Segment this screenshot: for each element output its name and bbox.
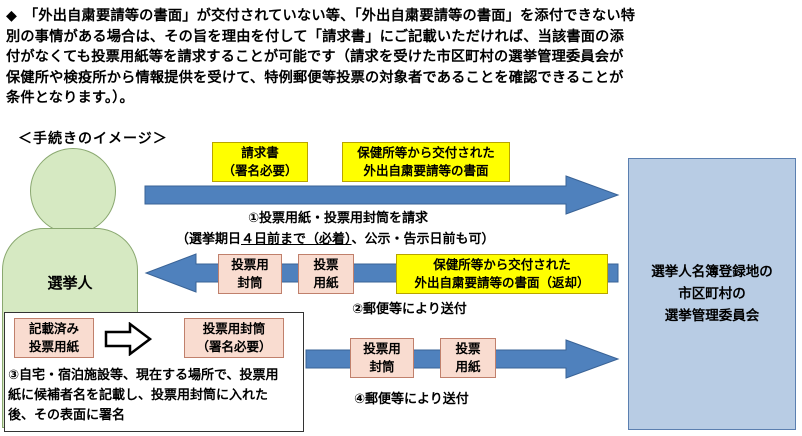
outline-arrow-icon [104,322,152,356]
ballot-box-return: 投票 用紙 [440,338,496,378]
step1-caption: ①投票用紙・投票用封筒を請求 [248,211,429,226]
intro-line-3: 付がなくても投票用紙等を請求することが可能です（請求を受けた市区町村の選挙管理委… [6,49,624,65]
step3-caption: ③自宅・宿泊施設等、現在する場所で、投票用 紙に候補者名を記載し、投票用封筒に入… [8,368,279,423]
quarantine-document-box: 保健所等から交付された 外出自粛要請等の書面 [342,142,510,182]
intro-line-2: 別の事情がある場合は、その旨を理由を付して「請求書」にご記載いただければ、当該書… [6,28,624,45]
envelope-box-outbound: 投票用 封筒 [218,254,282,294]
procedure-heading: ＜手続きのイメージ＞ [18,131,168,147]
step1-deadline: （選挙期日４日前まで（必着）、公示・告示日前も可） [176,232,495,247]
filled-ballot-box: 記載済み 投票用紙 [14,318,94,358]
step2-caption: ②郵便等により送付 [352,302,467,317]
deadline-emphasis: ４日前まで（必着） [241,232,352,247]
voter-label: 選挙人 [47,274,93,292]
returned-document-box: 保健所等から交付された 外出自粛要請等の書面（返却） [396,254,608,294]
diamond-bullet-icon: ◆ [6,8,18,24]
envelope-box-return: 投票用 封筒 [350,338,414,378]
election-committee-box: 選挙人名簿登録地の 市区町村の 選挙管理委員会 [628,158,796,430]
intro-line-4: 保健所や検疫所から情報提供を受けて、特例郵便等投票の対象者であることを確認できる… [6,69,624,86]
request-form-box: 請求書 （署名必要） [212,142,308,182]
step4-caption: ④郵便等により送付 [354,392,469,407]
intro-line-1: ◆「外出自粛要請等の書面」が交付されていない等、「外出自粛要請等の書面」を添付で… [6,6,798,27]
sealed-envelope-box: 投票用封筒 （署名必要） [184,318,284,358]
intro-line-5: 条件となります。）。 [6,90,134,106]
intro-paragraph: ◆「外出自粛要請等の書面」が交付されていない等、「外出自粛要請等の書面」を添付で… [6,6,798,109]
ballot-box-outbound: 投票 用紙 [298,254,354,294]
voter-head-icon [30,148,116,234]
